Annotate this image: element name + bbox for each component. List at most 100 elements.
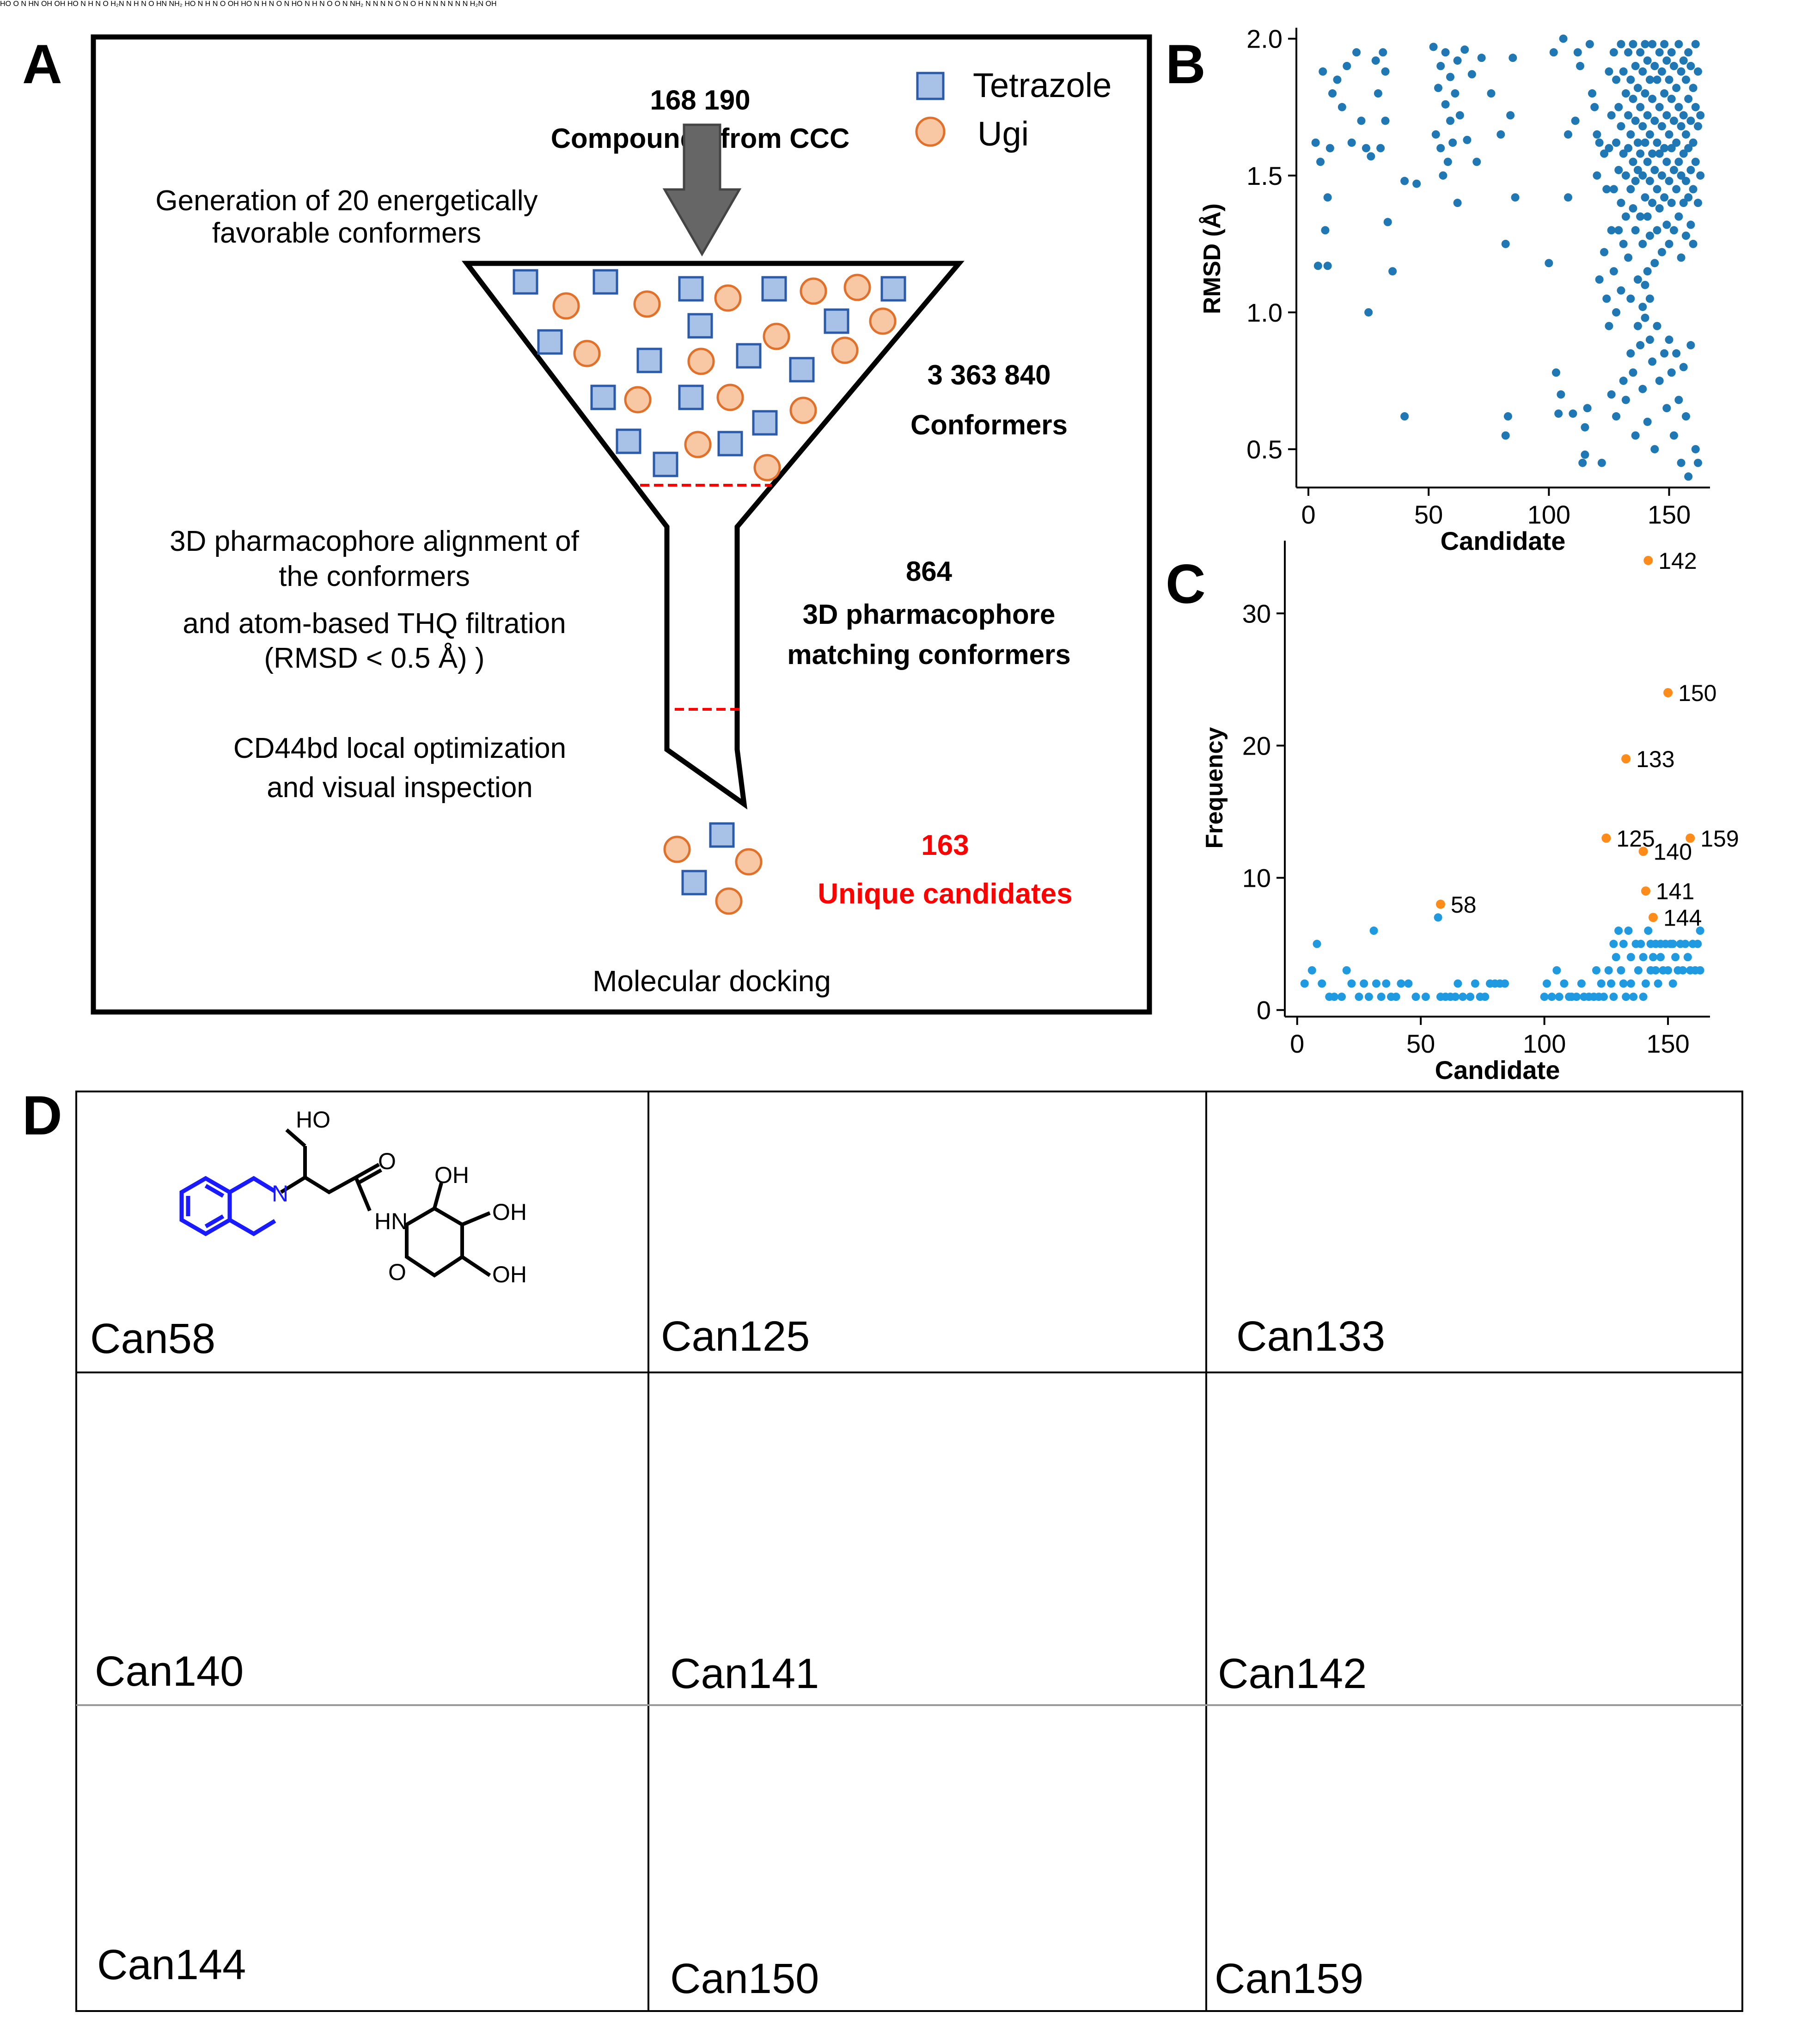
data-point	[1650, 165, 1659, 174]
data-point	[1679, 966, 1687, 975]
data-point	[1629, 40, 1637, 49]
data-point	[1643, 267, 1652, 276]
data-point	[1650, 116, 1659, 125]
data-point	[1552, 966, 1561, 975]
data-point	[1342, 966, 1351, 975]
data-point	[1696, 111, 1705, 120]
data-point	[1626, 349, 1635, 358]
data-point	[1325, 144, 1334, 152]
docking-label: Molecular docking	[592, 964, 831, 998]
data-point	[1672, 185, 1681, 194]
data-point	[1626, 979, 1635, 988]
data-point	[1572, 993, 1581, 1001]
data-point	[1669, 431, 1678, 440]
data-point	[1641, 280, 1649, 289]
data-point	[1651, 966, 1660, 975]
svg-text:HO: HO	[296, 1107, 330, 1133]
data-point	[1619, 149, 1628, 158]
point-label: 125	[1616, 826, 1655, 852]
data-point	[1660, 40, 1669, 49]
data-point	[1681, 177, 1690, 185]
data-point	[1400, 412, 1409, 421]
data-point	[1597, 458, 1606, 467]
svg-text:N: N	[272, 1181, 288, 1207]
tetrazole-marker	[636, 347, 662, 373]
data-point	[1605, 144, 1613, 152]
data-point	[1645, 75, 1654, 84]
data-point	[1660, 89, 1669, 98]
data-point	[1619, 377, 1628, 385]
data-point	[1679, 56, 1688, 65]
data-point	[1307, 966, 1316, 975]
structure-grid-frame	[75, 1091, 1743, 2012]
data-point	[1689, 239, 1698, 248]
data-point	[1557, 390, 1565, 399]
data-point	[1434, 84, 1443, 92]
data-point	[1669, 61, 1678, 70]
data-point	[1382, 979, 1391, 988]
tetrazole-marker	[880, 276, 906, 302]
data-point	[1343, 61, 1351, 70]
data-point	[1696, 927, 1704, 935]
data-point	[1653, 185, 1661, 194]
panel-label-b: B	[1166, 33, 1206, 95]
data-point	[1681, 75, 1690, 84]
data-point	[1571, 116, 1580, 125]
data-point	[1319, 67, 1327, 76]
data-point	[1501, 431, 1510, 440]
data-point	[1477, 54, 1486, 62]
ugi-marker	[573, 340, 601, 367]
data-point	[1684, 144, 1693, 152]
data-point	[1563, 130, 1572, 139]
highlighted-point	[1663, 688, 1673, 698]
data-point	[1376, 144, 1385, 152]
data-point	[1624, 111, 1633, 120]
highlighted-point	[1686, 833, 1695, 843]
panel-label-a: A	[22, 33, 62, 95]
data-point	[1677, 67, 1686, 76]
data-point	[1686, 116, 1695, 125]
data-point	[1371, 56, 1380, 65]
matching-label-line2: matching conformers	[787, 639, 1070, 670]
highlighted-point	[1435, 899, 1445, 909]
data-point	[1674, 396, 1683, 404]
data-point	[1481, 993, 1490, 1001]
data-point	[1463, 135, 1472, 144]
tetrazole-marker	[678, 384, 704, 410]
data-point	[1641, 313, 1649, 322]
data-point	[1686, 165, 1695, 174]
data-point	[1669, 165, 1678, 174]
data-point	[1347, 979, 1356, 988]
data-point	[1631, 61, 1640, 70]
unique-count: 163	[921, 829, 969, 861]
data-point	[1679, 199, 1688, 207]
data-point	[1674, 158, 1683, 166]
data-point	[1441, 100, 1450, 109]
data-point	[1379, 48, 1387, 57]
data-point	[1671, 953, 1680, 962]
data-point	[1563, 193, 1572, 202]
data-point	[1446, 73, 1455, 81]
tetrazole-marker	[761, 276, 787, 302]
data-point	[1655, 103, 1664, 111]
data-point	[1672, 349, 1681, 358]
data-point	[1614, 165, 1623, 174]
data-point	[1559, 34, 1568, 43]
data-point	[1636, 149, 1645, 158]
legend-tetrazole-marker	[916, 72, 945, 100]
data-point	[1439, 171, 1447, 180]
y-tick-label: 20	[1242, 731, 1271, 760]
svg-text:HN: HN	[374, 1208, 408, 1234]
data-point	[1643, 417, 1652, 426]
data-point	[1665, 239, 1673, 248]
data-point	[1542, 979, 1551, 988]
legend-tetrazole-label: Tetrazole	[973, 66, 1112, 104]
legend-ugi-label: Ugi	[977, 115, 1029, 153]
data-point	[1674, 212, 1683, 221]
data-point	[1511, 193, 1520, 202]
data-point	[1655, 48, 1664, 57]
input-count: 168 190	[650, 85, 751, 116]
data-point	[1487, 89, 1496, 98]
funnel-molecules	[513, 269, 906, 482]
tetrazole-marker	[537, 329, 563, 355]
